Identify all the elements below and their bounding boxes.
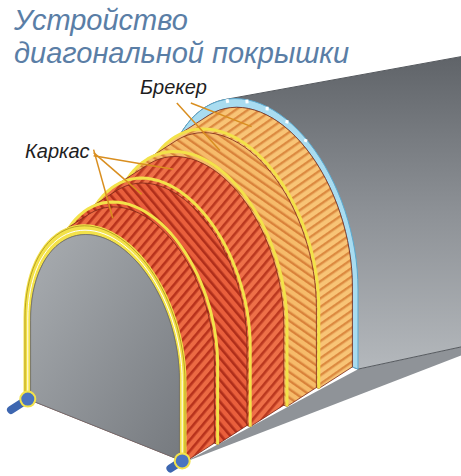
front-section-layer	[11, 226, 190, 469]
diagram-title: Устройство диагональной покрышки	[14, 4, 354, 70]
tread-groove	[285, 120, 289, 123]
section-line	[28, 230, 182, 461]
leader-line	[177, 103, 220, 150]
carcass-ply	[25, 207, 214, 462]
bead-ring	[20, 392, 35, 407]
leader-line	[94, 156, 173, 170]
bead-ring	[175, 453, 190, 468]
ply-cut-edge	[25, 226, 185, 462]
part-label: Брекер	[140, 76, 207, 99]
ply-layer	[25, 107, 352, 462]
section-band	[25, 226, 185, 462]
tread-groove	[226, 99, 230, 103]
tread-groove	[305, 139, 306, 142]
tire-cavity	[31, 235, 180, 460]
leader-line	[94, 153, 142, 195]
part-label: Каркас	[25, 140, 90, 163]
leader-line	[191, 103, 252, 127]
tread-groove	[245, 100, 248, 104]
leader-layer	[94, 103, 252, 218]
tread-groove	[266, 107, 269, 111]
leader-line	[94, 150, 113, 219]
